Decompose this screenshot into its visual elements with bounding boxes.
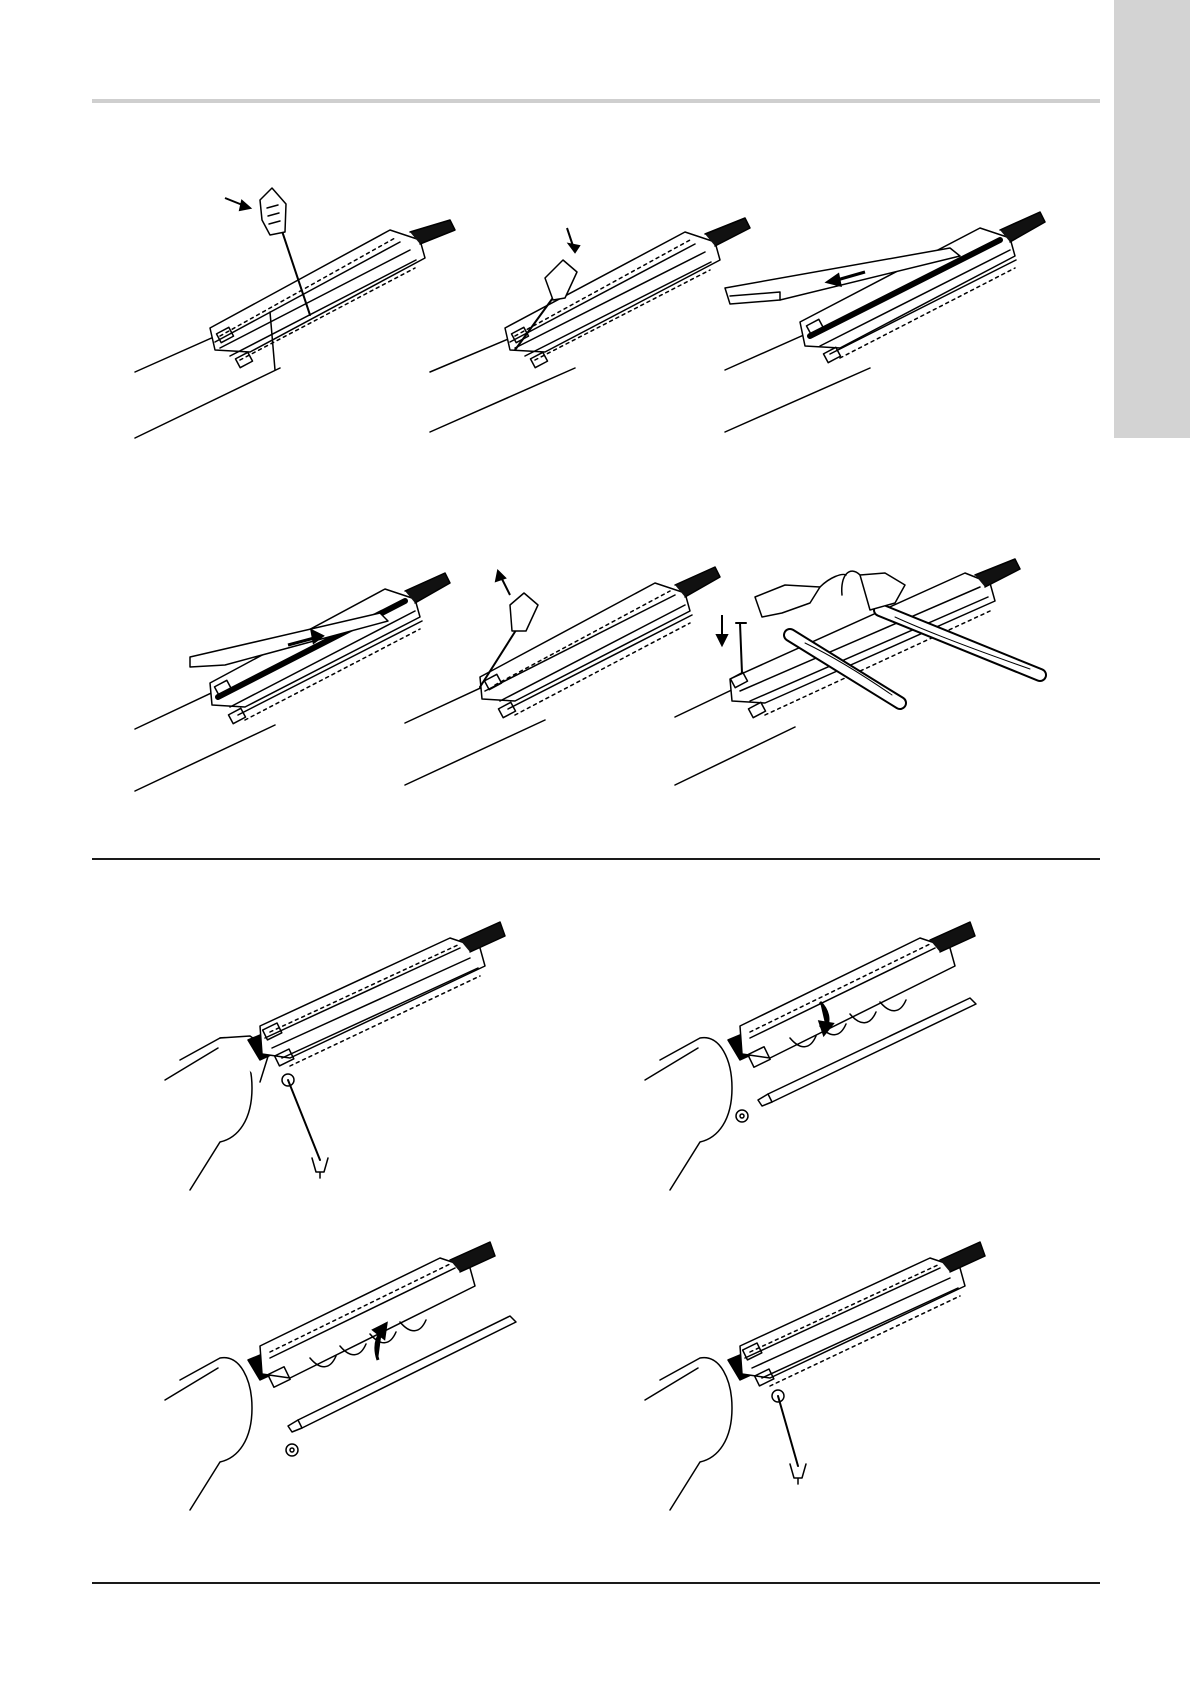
figure-10-fork-key-tighten <box>640 1230 1040 1520</box>
figure-1-drawing <box>120 180 460 450</box>
arrow-icon <box>225 198 250 210</box>
figure-8-rod-remove <box>640 910 1040 1200</box>
figure-9-rod-insert <box>160 1230 540 1520</box>
figure-1-screwdriver-insert <box>120 180 460 450</box>
arrow-icon <box>374 1324 386 1360</box>
arrow-icon <box>496 571 510 595</box>
bottom-rule <box>92 1582 1100 1584</box>
top-rule <box>92 99 1100 103</box>
arrow-icon <box>567 228 579 252</box>
figure-10-drawing <box>640 1230 1040 1520</box>
figure-6-hammers-pin <box>670 555 1060 805</box>
figure-3-drawing <box>720 200 1060 450</box>
section-divider <box>92 858 1100 860</box>
arrow-icon <box>717 615 727 645</box>
side-tab <box>1114 0 1190 438</box>
figure-7-fork-key-loosen <box>160 910 540 1200</box>
figure-7-drawing <box>160 910 540 1200</box>
figure-3-wedge-left <box>720 200 1060 450</box>
figure-8-drawing <box>640 910 1040 1200</box>
figure-9-drawing <box>160 1230 540 1520</box>
figure-6-drawing <box>670 555 1060 805</box>
figure-2-drawing <box>415 200 755 450</box>
figure-2-screwdriver-press <box>415 200 755 450</box>
